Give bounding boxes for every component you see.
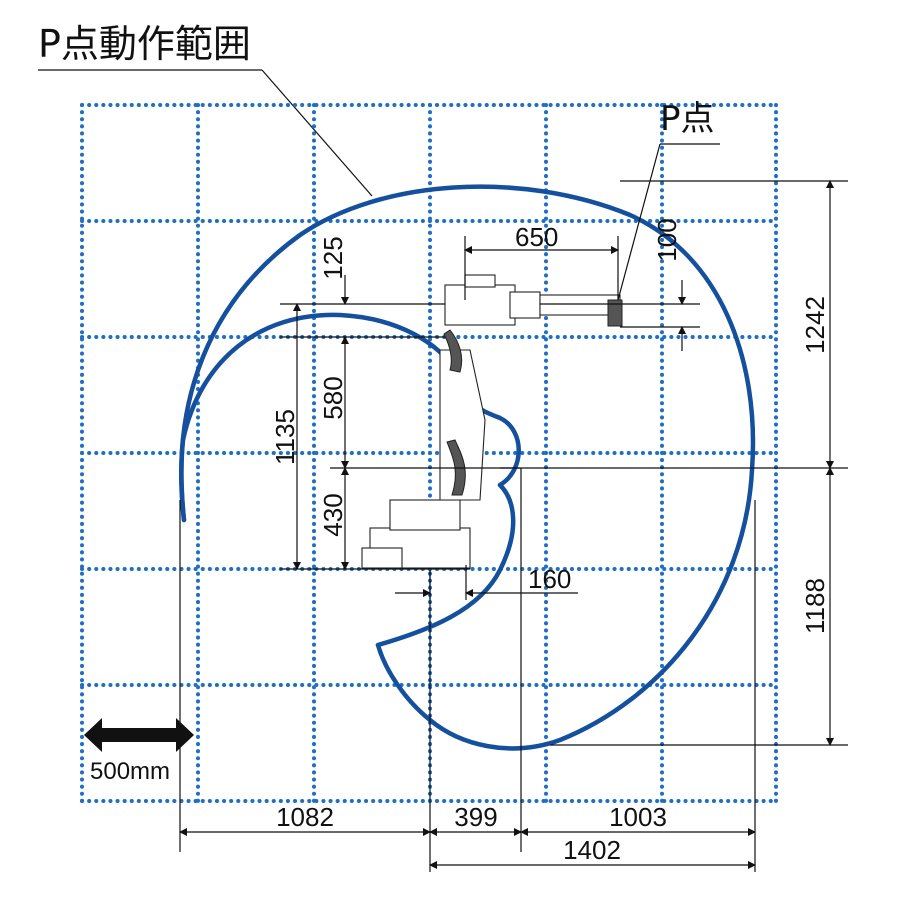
dimension-100: 100 <box>652 218 682 261</box>
dotted-grid <box>80 103 778 803</box>
dimension-1242: 1242 <box>800 296 830 354</box>
robot-upper-arm <box>444 284 516 326</box>
dimension-1188: 1188 <box>800 578 830 634</box>
p-point-leader <box>617 143 661 301</box>
outer-envelope-arc <box>179 184 756 751</box>
dimension-580: 580 <box>318 376 348 419</box>
robot-flange <box>607 299 623 327</box>
inner-envelope-arc <box>375 482 516 648</box>
title-leader-line <box>261 69 373 197</box>
shoulder-envelope-arc <box>179 312 521 523</box>
dimension-1003: 1003 <box>609 802 667 832</box>
dimension-1135: 1135 <box>270 409 300 465</box>
robot-arm <box>361 274 623 569</box>
p-point-label: P点 <box>660 99 715 139</box>
scale-bar: 500mm <box>84 718 194 785</box>
dimension-650: 650 <box>515 222 558 252</box>
dimension-399: 399 <box>454 802 497 832</box>
diagram-title: P点動作範囲 <box>38 22 251 66</box>
dimension-1082: 1082 <box>276 802 334 832</box>
robot-turret <box>389 499 461 531</box>
motion-envelope <box>179 184 756 751</box>
dimension-430: 430 <box>318 493 348 536</box>
dimension-125: 125 <box>318 236 348 279</box>
scale-label: 500mm <box>90 758 170 785</box>
dimension-1402: 1402 <box>563 835 621 865</box>
double-arrow-icon <box>84 718 194 752</box>
robot-wrist-housing <box>509 291 541 319</box>
dimension-160: 160 <box>528 564 571 594</box>
robot-lower-arm <box>439 349 486 501</box>
